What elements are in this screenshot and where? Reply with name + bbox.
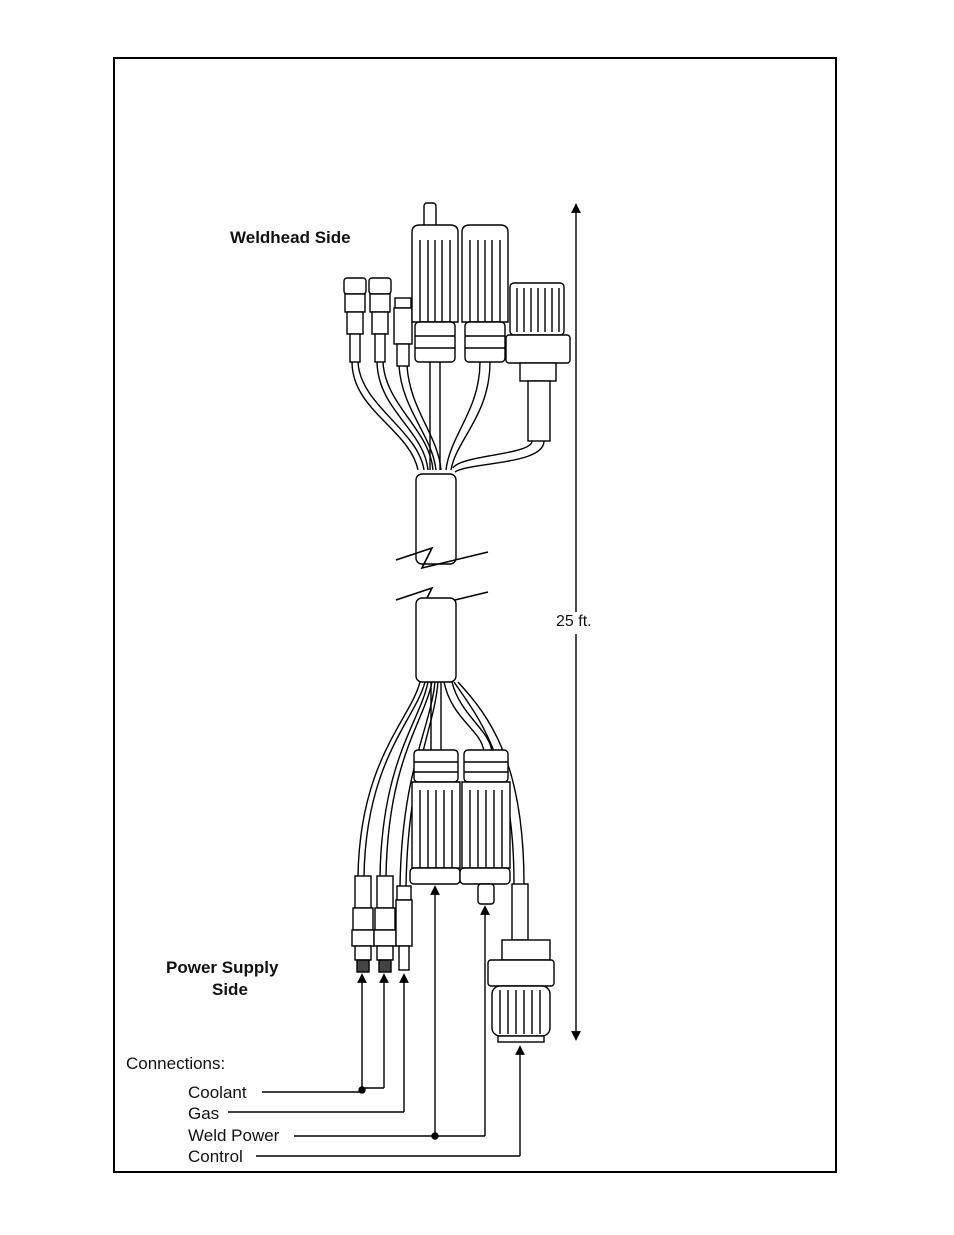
cable-jacket: [395, 473, 489, 683]
length-label: 25 ft.: [556, 613, 592, 631]
coolant-leader: [262, 973, 389, 1094]
control-leader: [256, 1045, 525, 1157]
weldhead-weld-power-connector-1: [411, 202, 459, 363]
weldhead-gas-fitting: [393, 297, 413, 367]
weldhead-coolant-fitting-1: [343, 277, 367, 363]
power-supply-control-connector: [487, 883, 555, 1043]
diagram-frame: [113, 57, 837, 1173]
power-supply-hoses: [357, 681, 525, 887]
weldhead-control-connector: [505, 282, 571, 442]
power-supply-gas-fitting: [395, 885, 413, 971]
power-supply-weld-power-connector-2: [459, 749, 511, 905]
power-supply-side-label-line2: Side: [212, 980, 248, 999]
power-supply-side-label-line1: Power Supply: [166, 958, 279, 977]
weldhead-hoses: [351, 361, 545, 473]
gas-leader: [228, 973, 409, 1113]
connections-heading: Connections:: [126, 1054, 226, 1073]
connection-label-gas: Gas: [188, 1104, 220, 1123]
connection-label-weld-power: Weld Power: [188, 1126, 280, 1145]
weldhead-weld-power-connector-2: [461, 224, 509, 363]
power-supply-coolant-fitting-1: [351, 875, 375, 973]
weld-power-leader: [294, 885, 490, 1140]
connection-label-coolant: Coolant: [188, 1083, 247, 1102]
weldhead-side-label: Weldhead Side: [230, 228, 351, 247]
weldhead-coolant-fitting-2: [368, 277, 392, 363]
connection-label-control: Control: [188, 1147, 243, 1166]
power-supply-coolant-fitting-2: [373, 875, 397, 973]
power-supply-weld-power-connector-1: [409, 749, 461, 885]
